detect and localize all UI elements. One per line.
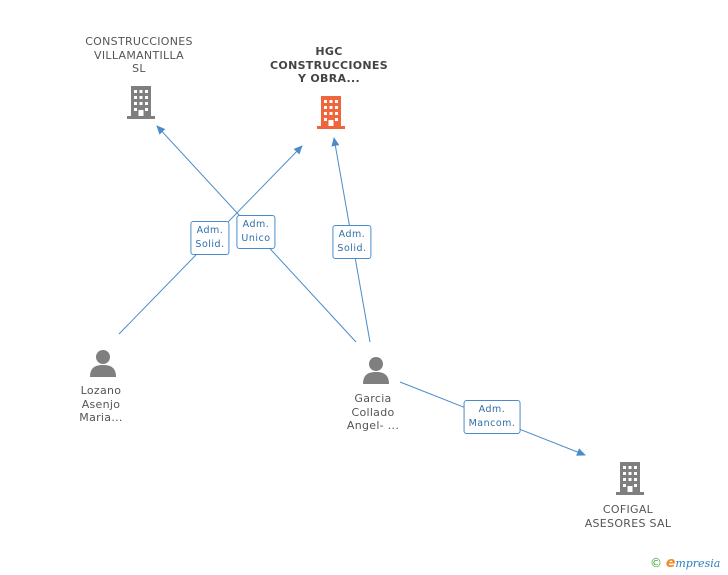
- node-label-line: SL: [132, 62, 146, 75]
- empresia-logo-e: e: [665, 555, 676, 571]
- node-label-line: ASESORES SAL: [584, 516, 672, 530]
- edge-label-line: Adm.: [196, 225, 224, 236]
- node-label-line: Garcia: [354, 392, 392, 405]
- edge-label-garcia-hgc[interactable]: Adm. Solid.: [332, 225, 372, 259]
- building-icon[interactable]: [315, 94, 347, 130]
- node-label-line: Collado: [351, 405, 395, 419]
- node-label-line: Angel- ...: [346, 419, 400, 432]
- edge-label-line: Adm.: [242, 219, 270, 230]
- node-label-line: HGC: [315, 45, 343, 58]
- empresia-watermark: © empresia: [650, 555, 720, 571]
- node-label-line: Y OBRA...: [298, 72, 360, 85]
- node-label-line: CONSTRUCCIONES: [85, 35, 193, 48]
- node-label-lozano[interactable]: Lozano Asenjo Maria...: [79, 384, 122, 425]
- edge-label-lozano-hgc[interactable]: Adm. Solid.: [190, 221, 230, 255]
- node-label-line: CONSTRUCCIONES: [270, 58, 388, 72]
- node-label-cofigal[interactable]: COFIGAL ASESORES SAL: [585, 503, 672, 530]
- node-label-line: VILLAMANTILLA: [94, 48, 184, 62]
- node-label-hgc[interactable]: HGC CONSTRUCCIONES Y OBRA...: [270, 45, 388, 86]
- edge-label-garcia-villamantilla[interactable]: Adm. Unico: [236, 215, 276, 249]
- node-label-line: COFIGAL: [602, 503, 654, 516]
- edge-label-line: Mancom.: [468, 418, 516, 429]
- edge-label-line: Solid.: [195, 239, 225, 250]
- building-icon[interactable]: [614, 460, 646, 496]
- copyright-symbol: ©: [650, 556, 662, 570]
- building-icon[interactable]: [125, 84, 157, 120]
- person-icon[interactable]: [361, 355, 391, 385]
- edge-label-garcia-cofigal[interactable]: Adm. Mancom.: [463, 400, 521, 434]
- empresia-logo-text: mpresia: [675, 557, 721, 570]
- edge-label-line: Solid.: [337, 243, 367, 254]
- edge-label-line: Adm.: [338, 229, 366, 240]
- node-label-garcia[interactable]: Garcia Collado Angel- ...: [347, 392, 399, 433]
- node-label-line: Maria...: [79, 411, 123, 424]
- edge-label-line: Adm.: [478, 404, 506, 415]
- node-label-villamantilla[interactable]: CONSTRUCCIONES VILLAMANTILLA SL: [85, 35, 193, 76]
- node-label-line: Lozano: [80, 384, 122, 397]
- person-icon[interactable]: [88, 348, 118, 378]
- edge-label-line: Unico: [241, 233, 271, 244]
- node-label-line: Asenjo: [81, 397, 121, 411]
